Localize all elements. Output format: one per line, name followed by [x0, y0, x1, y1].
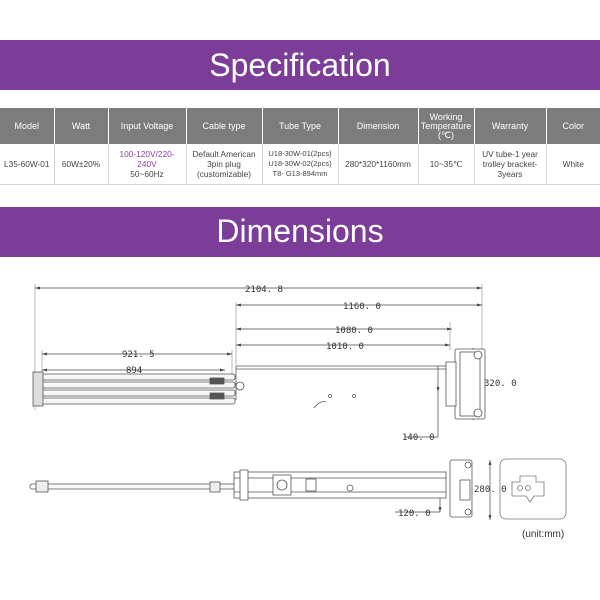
header-tube-type: Tube Type: [262, 108, 339, 144]
cell-temperature: 10~35℃: [418, 144, 475, 185]
label-140: 140. 0: [402, 433, 435, 443]
cell-color: White: [546, 144, 600, 185]
cable-line-2: 3pin plug: [207, 159, 241, 169]
cell-watt: 60W±20%: [54, 144, 109, 185]
header-cable-type: Cable type: [186, 108, 263, 144]
specification-banner: Specification: [0, 40, 600, 90]
table-header-row: Model Watt Input Voltage Cable type Tube…: [0, 108, 600, 144]
label-894: 894: [126, 366, 142, 376]
unit-label: (unit:mm): [522, 529, 565, 540]
label-1160: 1160. 0: [343, 302, 381, 312]
cell-cable-type: Default American 3pin plug (customizable…: [186, 144, 263, 185]
tube-line-3: T8- G13-894mm: [272, 169, 328, 178]
header-input-voltage: Input Voltage: [108, 108, 187, 144]
cell-dimension: 280*320*1160mm: [338, 144, 419, 185]
label-280: 280. 0: [474, 485, 507, 495]
header-watt: Watt: [54, 108, 109, 144]
tube-line-2: U18-30W-02(2pcs): [268, 159, 332, 168]
side-view: [29, 459, 473, 518]
technical-drawing: 2104. 8 1160. 0 1080. 0 1010. 0 921. 5 8…: [29, 284, 567, 520]
cell-warranty: UV tube-1 year trolley bracket-3years: [474, 144, 547, 185]
label-120: 120. 0: [398, 509, 431, 519]
specification-table: Model Watt Input Voltage Cable type Tube…: [0, 108, 600, 185]
warranty-line-1: UV tube-1 year: [482, 149, 538, 159]
label-overall: 2104. 8: [245, 285, 283, 295]
cell-input-voltage: 100-120V/220-240V 50~60Hz: [108, 144, 187, 185]
dimensions-title: Dimensions: [216, 213, 384, 249]
end-view: [499, 458, 567, 520]
cell-tube-type: U18-30W-01(2pcs) U18-30W-02(2pcs) T8- G1…: [262, 144, 339, 185]
header-working-temperature: Working Temperature (℃): [418, 108, 475, 144]
cable-line-3: (customizable): [197, 169, 251, 179]
label-1010: 1010. 0: [326, 342, 364, 352]
header-dimension: Dimension: [338, 108, 419, 144]
voltage-frequency: 50~60Hz: [130, 169, 164, 179]
voltage-range: 100-120V/220-240V: [119, 149, 175, 169]
header-model: Model: [0, 108, 55, 144]
cable-line-1: Default American: [192, 149, 256, 159]
table-row: L35-60W-01 60W±20% 100-120V/220-240V 50~…: [0, 144, 600, 185]
specification-title: Specification: [209, 47, 391, 83]
tube-line-1: U18-30W-01(2pcs): [268, 149, 332, 158]
header-warranty: Warranty: [474, 108, 547, 144]
dimensions-banner: Dimensions: [0, 207, 600, 257]
top-view-trolley: [235, 348, 486, 420]
warranty-line-2: trolley bracket-3years: [482, 159, 538, 179]
cell-model: L35-60W-01: [0, 144, 55, 185]
top-view-tubes: [32, 371, 245, 407]
header-color: Color: [546, 108, 600, 144]
label-1080: 1080. 0: [335, 326, 373, 336]
label-320: 320. 0: [484, 379, 517, 389]
label-921: 921. 5: [122, 350, 155, 360]
